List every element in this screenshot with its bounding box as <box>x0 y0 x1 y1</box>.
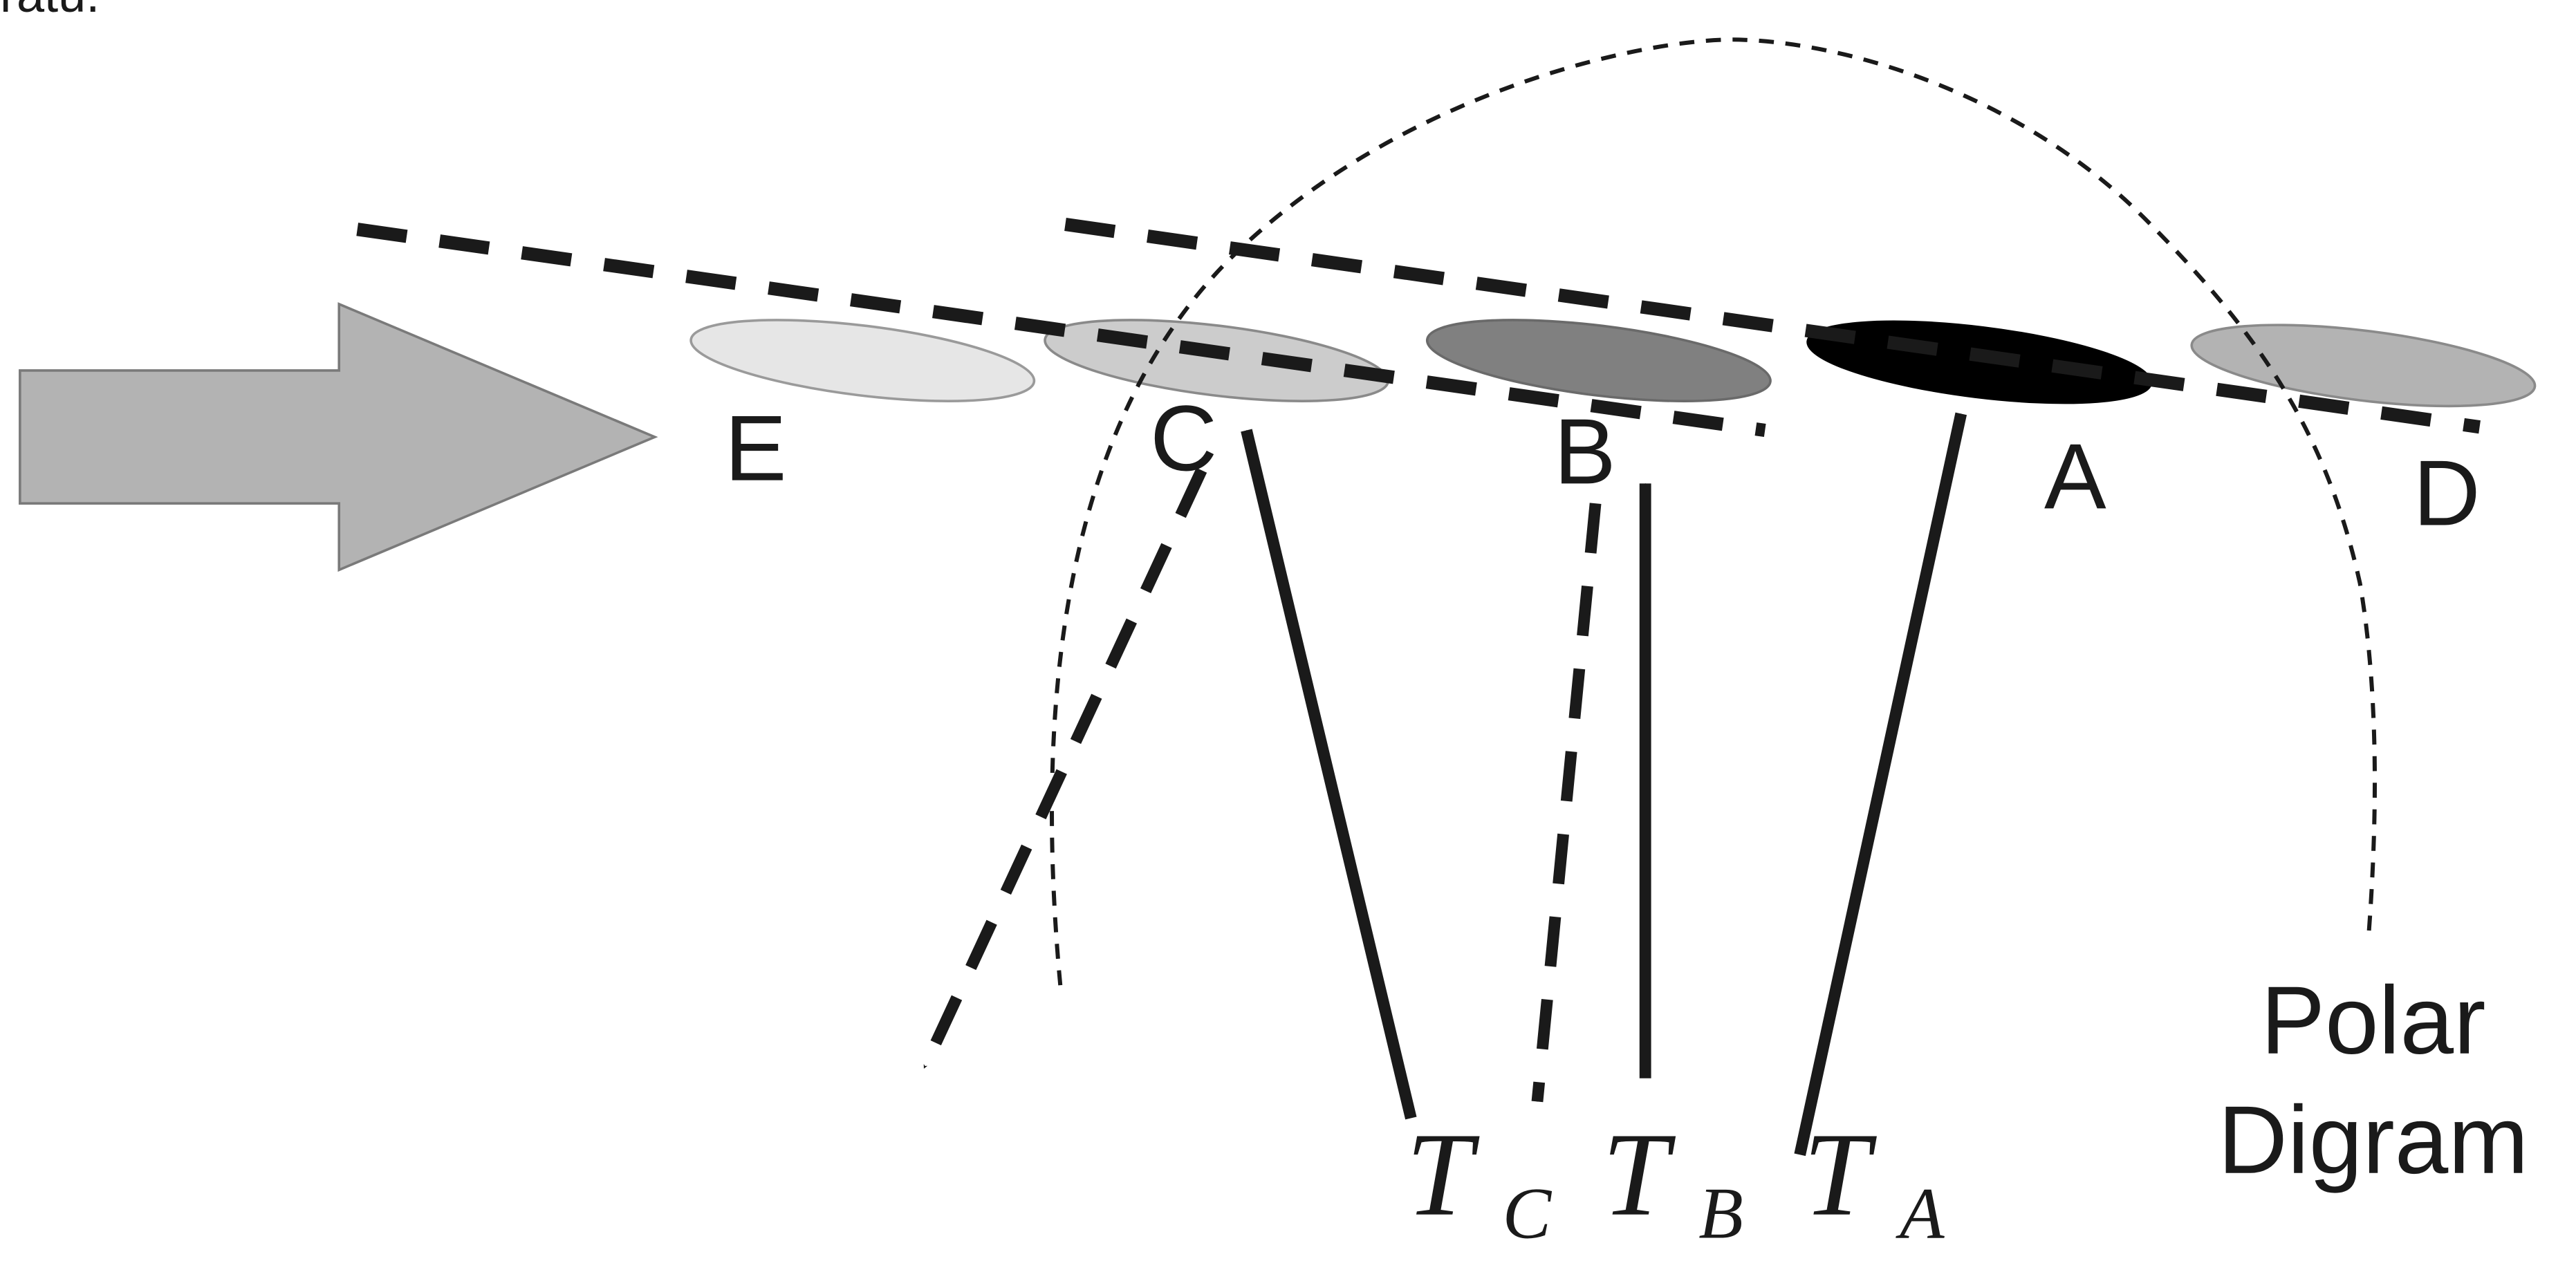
polar-curve <box>1050 37 2378 986</box>
chord-line-upper <box>356 223 1766 438</box>
thrust-label-a-sub: A <box>1896 1172 1945 1253</box>
label-B: B <box>1554 399 1616 503</box>
thrust-label-b: T B <box>1602 1109 1743 1254</box>
ellipse-A <box>1806 320 2153 404</box>
label-D: D <box>2413 440 2480 545</box>
label-E: E <box>725 396 787 501</box>
label-C: C <box>1150 386 1217 490</box>
thrust-arrow-a <box>1794 412 1967 1157</box>
ellipse-B <box>1425 319 1772 402</box>
thrust-label-c-sub: C <box>1503 1172 1553 1253</box>
thrust-label-c-main: T <box>1406 1109 1480 1241</box>
thrust-arrow-c <box>1241 429 1417 1120</box>
polar-label-line2: Digram <box>2218 1086 2528 1194</box>
thrust-label-b-sub: B <box>1698 1172 1743 1253</box>
dashed-arrow-b <box>1531 503 1602 1103</box>
chord-line-lower <box>1064 217 2481 434</box>
thrust-label-b-main: T <box>1602 1109 1676 1241</box>
dashed-arrow-c <box>918 467 1207 1071</box>
label-A: A <box>2044 424 2106 528</box>
flow-arrow <box>19 302 658 572</box>
top-caption: ratu. <box>0 0 100 23</box>
ellipse-E <box>689 319 1036 402</box>
thrust-label-a-main: T <box>1803 1109 1877 1241</box>
polar-label-line1: Polar <box>2261 966 2485 1074</box>
thrust-label-a: T A <box>1803 1109 1945 1254</box>
thrust-label-c: T C <box>1406 1109 1553 1254</box>
ellipse-D <box>2190 324 2537 408</box>
